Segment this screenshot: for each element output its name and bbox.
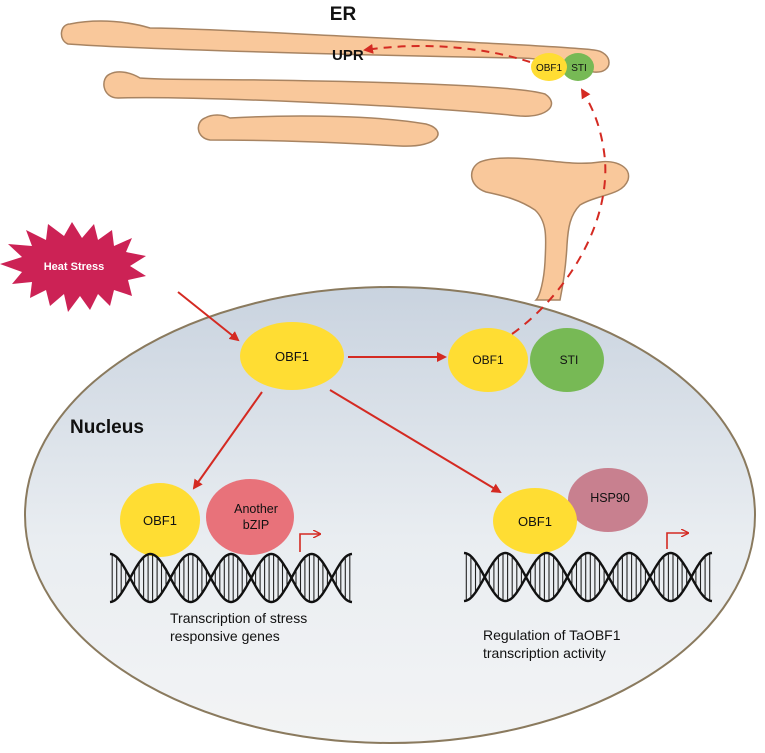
nucleus [24,286,756,744]
obf1-central-label: OBF1 [275,349,309,364]
dna-strand [109,552,353,604]
obf1-hsp90-node [493,488,577,554]
tss-arrow-left [299,534,320,552]
caption-left-line2: responsive genes [170,628,280,644]
dna-strand [463,551,713,603]
upr-label: UPR [332,47,364,64]
obf1-central-node [240,322,344,390]
hsp90-node [568,468,648,532]
another-bzip-label-line1: Another [234,502,278,516]
dna-strand [463,551,713,603]
heat-stress-burst [0,222,146,312]
caption-left-line1: Transcription of stress [170,610,307,626]
dashed-arrow-to-upr [363,43,531,63]
arrow-heat-to-obf1 [177,291,240,342]
another-bzip-label-line2: bZIP [243,518,269,532]
obf1-hsp90-label: OBF1 [518,514,552,529]
obf1-er-label: OBF1 [536,63,563,74]
tss-arrow-right [666,533,688,549]
nucleus-label: Nucleus [70,417,144,438]
obf1-bzip-label: OBF1 [143,513,177,528]
caption-right-line2: transcription activity [483,645,606,661]
another-bzip-node [206,479,294,555]
dna-helix-left [109,552,353,604]
obf1-sti-label: OBF1 [472,353,504,367]
hsp90-label: HSP90 [590,491,630,505]
sti-label: STI [560,353,579,367]
caption-right-line1: Regulation of TaOBF1 [483,627,621,643]
obf1-sti-node [448,328,528,392]
heat-stress-label: Heat Stress [44,261,105,273]
dashed-arrow-to-er [511,88,607,335]
sti-node [530,328,604,392]
er-membrane [60,20,630,301]
sti-er-label: STI [571,63,587,74]
arrow-obf1-to-bzip-complex [192,391,263,490]
obf1-bzip-node [120,483,200,557]
er-label: ER [330,4,357,25]
arrow-obf1-to-hsp90-complex [329,389,502,494]
dna-strand [109,552,353,604]
dna-helix-right [463,551,713,603]
sti-er-node [562,53,594,81]
obf1-er-node [531,53,567,81]
